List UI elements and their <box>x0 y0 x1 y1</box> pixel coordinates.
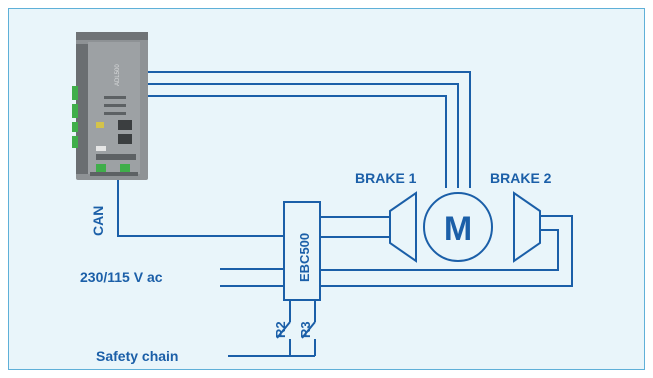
brake2-icon <box>513 191 541 263</box>
wiring <box>117 71 573 357</box>
ebc500-label: EBC500 <box>297 233 312 282</box>
device-model-label: ADL500 <box>115 64 121 86</box>
ebc500-box <box>283 201 321 301</box>
can-line <box>117 180 284 237</box>
brake2-line-1 <box>320 229 559 271</box>
r2-label: R2 <box>273 321 288 338</box>
brake1-label: BRAKE 1 <box>355 170 417 186</box>
motor-phase-1 <box>148 71 471 188</box>
drive-unit-icon <box>72 32 148 180</box>
motor-icon <box>423 192 493 262</box>
motor-phase-2 <box>148 83 459 188</box>
brake2-label: BRAKE 2 <box>490 170 552 186</box>
mains-voltage-label: 230/115 V ac <box>80 269 163 285</box>
r3-label: R3 <box>298 321 313 338</box>
motor-phase-3 <box>148 95 447 188</box>
brake1-icon <box>389 191 417 263</box>
motor-label: M <box>444 210 472 248</box>
safety-chain-label: Safety chain <box>96 348 178 364</box>
brake2-line-2 <box>320 215 573 287</box>
can-label: CAN <box>90 206 106 236</box>
